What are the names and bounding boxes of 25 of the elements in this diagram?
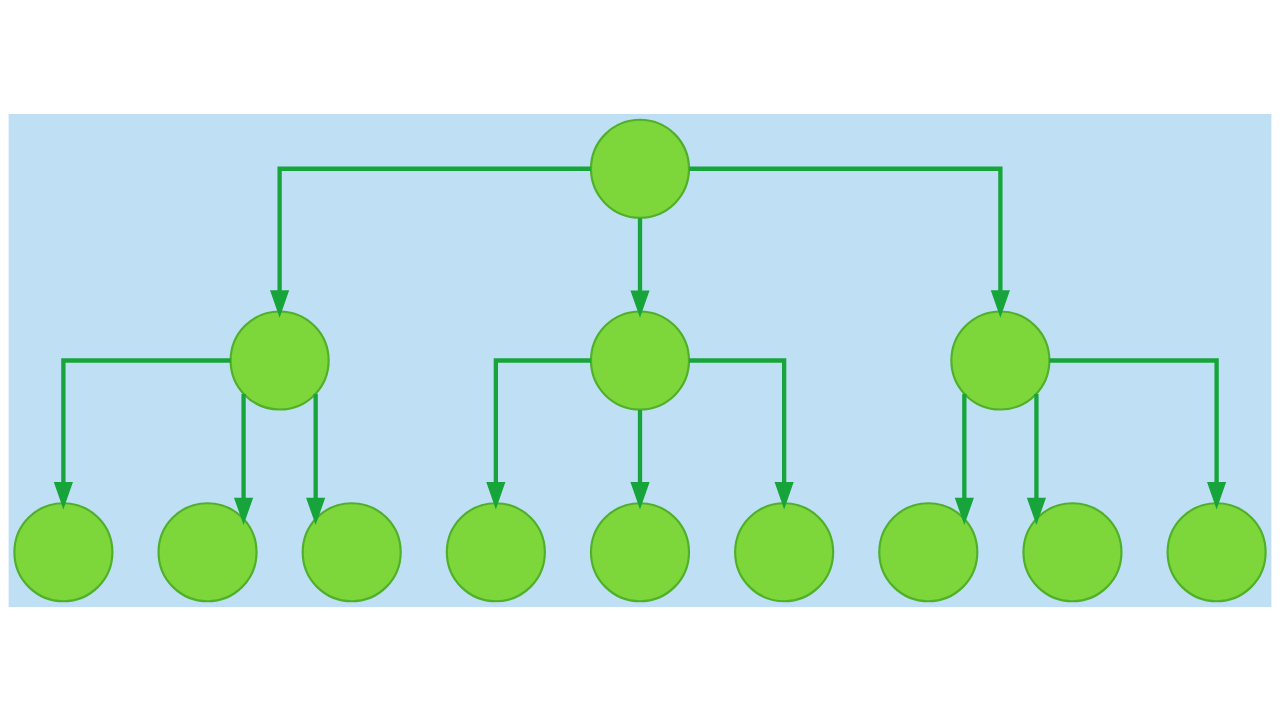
node-person bbox=[878, 501, 979, 602]
arrow bbox=[630, 217, 650, 318]
node-person bbox=[301, 501, 402, 602]
arrow bbox=[1026, 393, 1047, 525]
node-person bbox=[1022, 501, 1123, 602]
arrow bbox=[306, 393, 326, 525]
arrow bbox=[486, 357, 591, 509]
arrow bbox=[954, 393, 974, 525]
arrow bbox=[233, 393, 254, 525]
node-person bbox=[229, 309, 330, 411]
arrow bbox=[689, 357, 794, 509]
node-person bbox=[950, 309, 1051, 411]
arrow bbox=[630, 409, 650, 510]
node-person bbox=[445, 501, 546, 602]
node-person bbox=[13, 501, 114, 602]
node-person bbox=[589, 501, 691, 602]
arrow bbox=[1049, 357, 1227, 509]
arrow bbox=[689, 166, 1010, 318]
arrow bbox=[53, 357, 231, 509]
node-person bbox=[589, 309, 691, 411]
node-person bbox=[157, 501, 258, 602]
node-person bbox=[589, 118, 691, 219]
node-person bbox=[734, 501, 835, 602]
node-person bbox=[1166, 501, 1267, 602]
arrow bbox=[270, 166, 591, 318]
